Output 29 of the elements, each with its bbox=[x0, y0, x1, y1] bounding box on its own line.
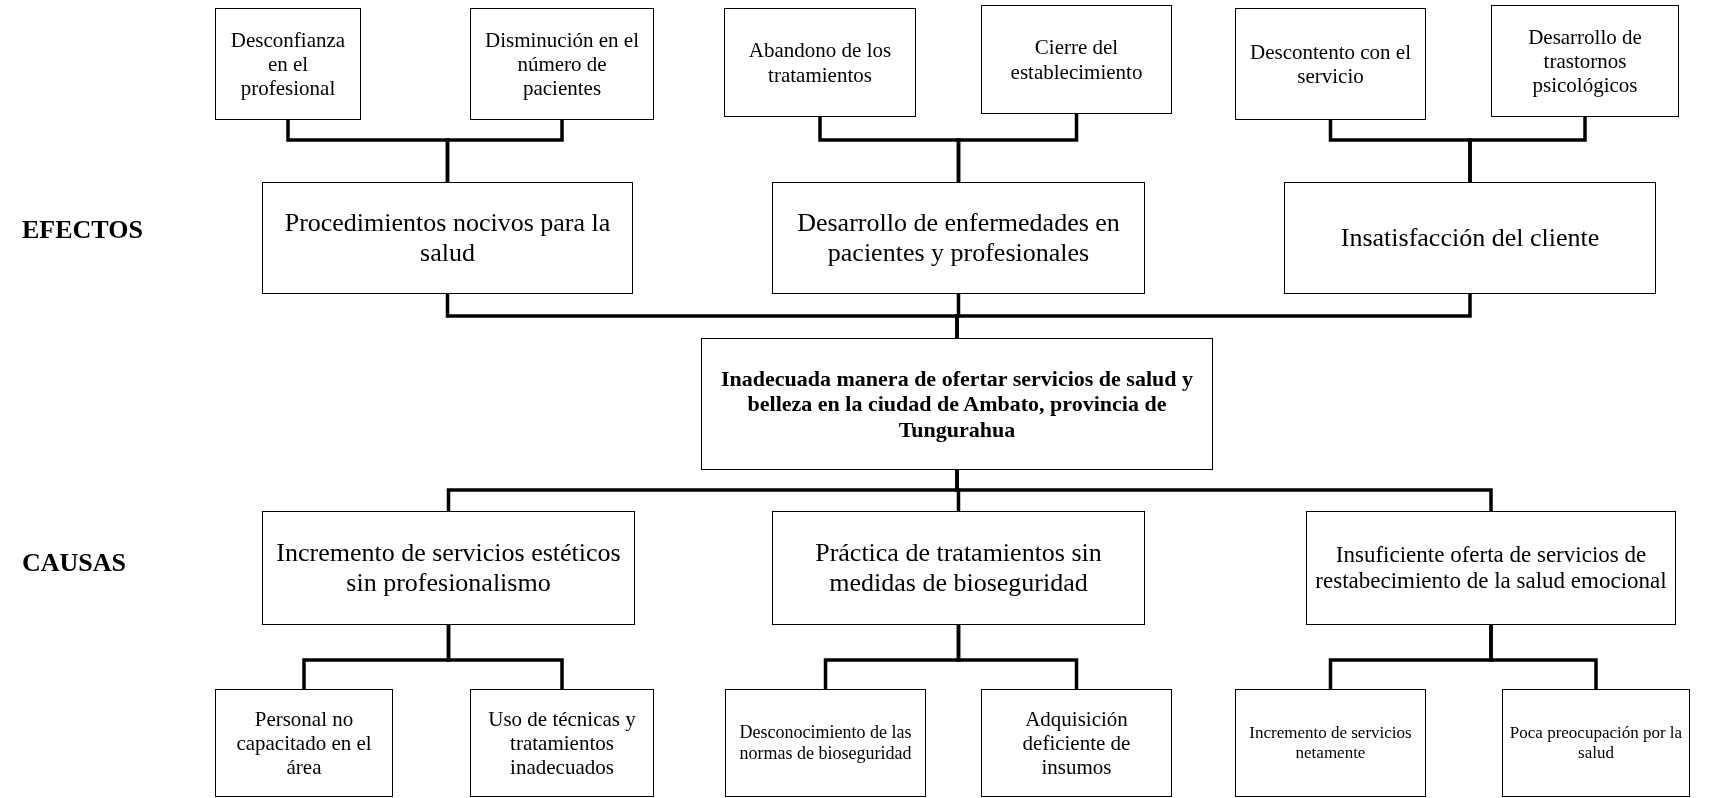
tree-box: Poca preocupación por la salud bbox=[1502, 689, 1690, 797]
tree-box: Desarrollo de enfermedades en pacientes y profesionales bbox=[772, 182, 1145, 294]
connector-line bbox=[955, 470, 1493, 511]
tree-box: Insatisfacción del cliente bbox=[1284, 182, 1656, 294]
tree-box: Descontento con el servicio bbox=[1235, 8, 1426, 120]
connector-line bbox=[956, 114, 1079, 182]
connector-line bbox=[1489, 625, 1598, 689]
section-label: EFECTOS bbox=[22, 215, 143, 245]
problem-box: Inadecuada manera de ofertar servicios de salud y belleza en la ciudad de Ambato, provincia de Tungurahua bbox=[701, 338, 1213, 470]
tree-box: Incremento de servicios estéticos sin profesionalismo bbox=[262, 511, 635, 625]
tree-box: Desconfianza en el profesional bbox=[215, 8, 361, 120]
tree-box: Práctica de tratamientos sin medidas de bioseguridad bbox=[772, 511, 1145, 625]
tree-box: Abandono de los tratamientos bbox=[724, 8, 916, 117]
connector-line bbox=[445, 120, 564, 182]
tree-box: Desconocimiento de las normas de bioseguridad bbox=[725, 689, 926, 797]
tree-box: Uso de técnicas y tratamientos inadecuados bbox=[470, 689, 654, 797]
connector-line bbox=[956, 625, 1079, 689]
tree-box: Cierre del establecimiento bbox=[981, 5, 1172, 114]
tree-box: Disminución en el número de pacientes bbox=[470, 8, 654, 120]
section-label: CAUSAS bbox=[22, 548, 127, 578]
tree-box: Desarrollo de trastornos psicológicos bbox=[1491, 5, 1679, 117]
tree-box: Adquisición deficiente de insumos bbox=[981, 689, 1172, 797]
connector-line bbox=[446, 625, 564, 689]
connector-line bbox=[1468, 117, 1587, 182]
tree-box: Insuficiente oferta de servicios de restabecimiento de la salud emocional bbox=[1306, 511, 1676, 625]
connector-line bbox=[955, 294, 1472, 338]
tree-box: Personal no capacitado en el área bbox=[215, 689, 393, 797]
tree-box: Incremento de servicios netamente bbox=[1235, 689, 1426, 797]
tree-box: Procedimientos nocivos para la salud bbox=[262, 182, 633, 294]
